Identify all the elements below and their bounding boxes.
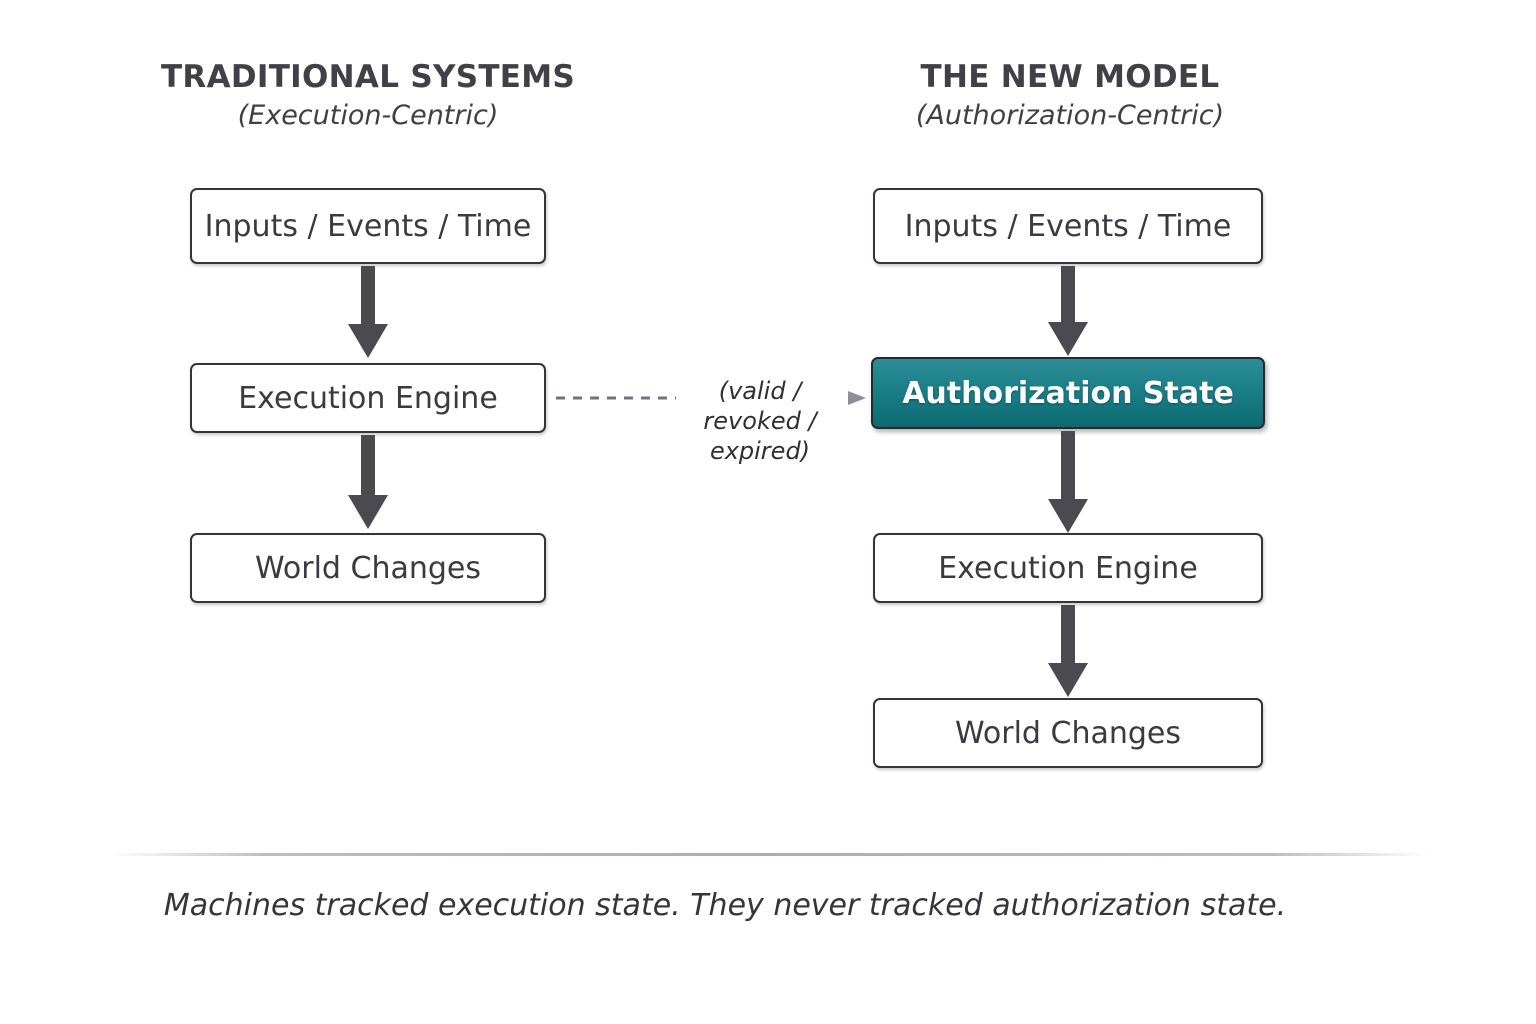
node-new-model-authorization-state[interactable]: Authorization State [871, 357, 1265, 429]
column-subtitle-traditional: (Execution-Centric) [237, 100, 499, 132]
arrow-down-icon-traditional-1 [348, 266, 388, 358]
column-title-traditional: TRADITIONAL SYSTEMS [160, 59, 576, 95]
dashed-connector-label-line2: expired) [709, 437, 811, 465]
node-traditional-world-changes[interactable]: World Changes [190, 533, 546, 603]
footer-caption: Machines tracked execution state. They n… [163, 888, 1287, 923]
arrow-down-icon-traditional-2 [348, 435, 388, 529]
dashed-connector-label: (valid / revoked / expired) [670, 376, 850, 466]
node-traditional-execution-engine[interactable]: Execution Engine [190, 363, 546, 433]
dashed-connector-label-line1: (valid / revoked / [703, 377, 817, 435]
node-new-model-execution-engine[interactable]: Execution Engine [873, 533, 1263, 603]
node-traditional-inputs[interactable]: Inputs / Events / Time [190, 188, 546, 264]
node-new-model-inputs[interactable]: Inputs / Events / Time [873, 188, 1263, 264]
column-heading-new-model: THE NEW MODEL (Authorization-Centric) [840, 60, 1300, 132]
dashed-connector-authorization [556, 391, 866, 405]
column-heading-traditional: TRADITIONAL SYSTEMS (Execution-Centric) [138, 60, 598, 132]
arrow-down-icon-new-model-2 [1048, 431, 1088, 533]
section-divider [110, 853, 1430, 856]
arrow-down-icon-new-model-3 [1048, 605, 1088, 697]
column-title-new-model: THE NEW MODEL [920, 59, 1220, 95]
arrow-down-icon-new-model-1 [1048, 266, 1088, 356]
node-new-model-world-changes[interactable]: World Changes [873, 698, 1263, 768]
column-subtitle-new-model: (Authorization-Centric) [915, 100, 1225, 132]
